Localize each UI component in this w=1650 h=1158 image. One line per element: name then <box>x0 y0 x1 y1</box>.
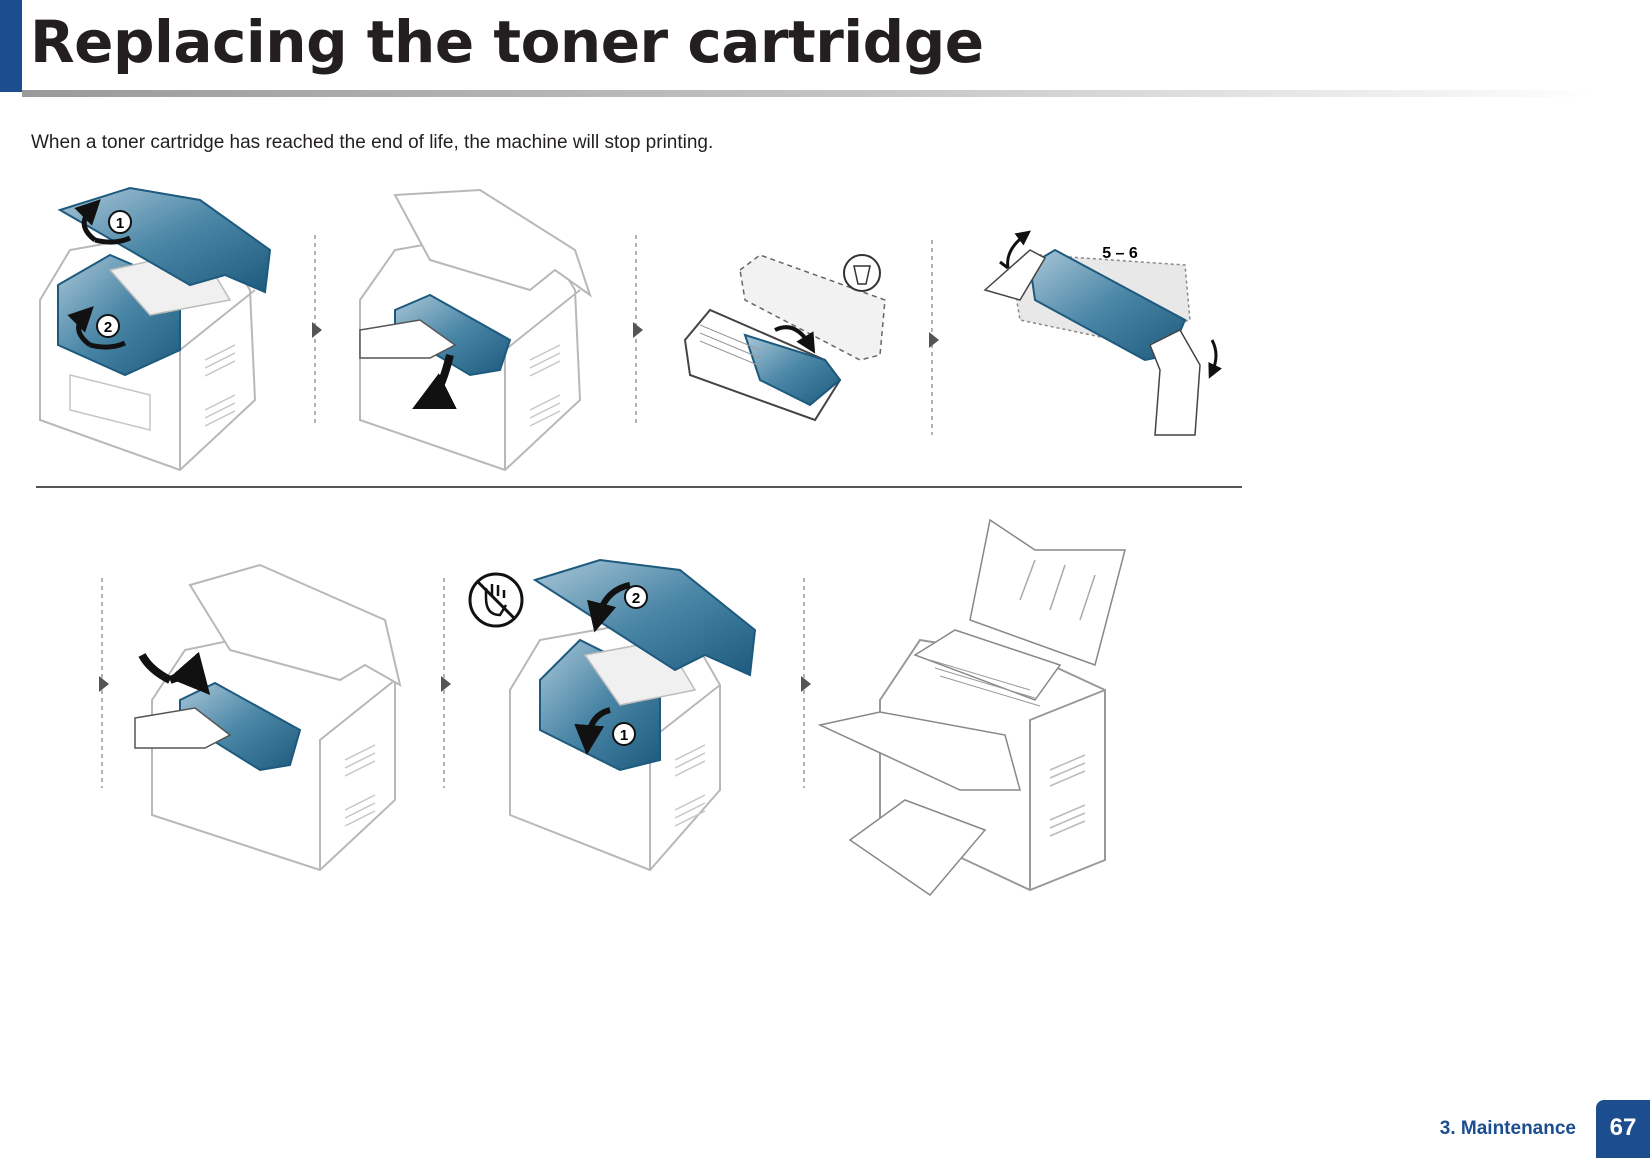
step-shake-cartridge: 5 – 6 <box>983 230 1222 436</box>
step-marker-1-text: 1 <box>116 215 124 232</box>
next-step-arrow-icon <box>929 332 939 348</box>
step-unpack-cartridge <box>683 254 886 422</box>
step-marker-2-text: 2 <box>632 590 640 607</box>
step-marker-1-text: 1 <box>620 727 628 744</box>
page-title: Replacing the toner cartridge <box>30 8 984 76</box>
step-marker-2 <box>624 585 648 609</box>
next-step-arrow-icon <box>801 676 811 692</box>
step-open-cover: 1 2 <box>39 186 272 472</box>
title-accent-bar <box>0 0 22 92</box>
next-step-arrow-icon <box>99 676 109 692</box>
page-number: 67 <box>1596 1100 1650 1158</box>
step-close-cover: 2 1 <box>468 558 757 872</box>
recycle-icon <box>843 254 881 292</box>
next-step-arrow-icon <box>441 676 451 692</box>
footer-section-label: 3. Maintenance <box>1439 1118 1576 1139</box>
step-insert-cartridge <box>134 563 402 872</box>
step-remove-cartridge <box>359 188 592 472</box>
step-marker-2 <box>96 314 120 338</box>
shake-count-label: 5 – 6 <box>1102 245 1138 262</box>
step-marker-1 <box>612 722 636 746</box>
intro-paragraph: When a toner cartridge has reached the e… <box>31 132 714 153</box>
step-marker-2-text: 2 <box>104 319 112 336</box>
next-step-arrow-icon <box>312 322 322 338</box>
step-marker-1 <box>108 210 132 234</box>
step-machine-ready <box>817 518 1126 897</box>
title-underline <box>22 90 1597 97</box>
next-step-arrow-icon <box>633 322 643 338</box>
